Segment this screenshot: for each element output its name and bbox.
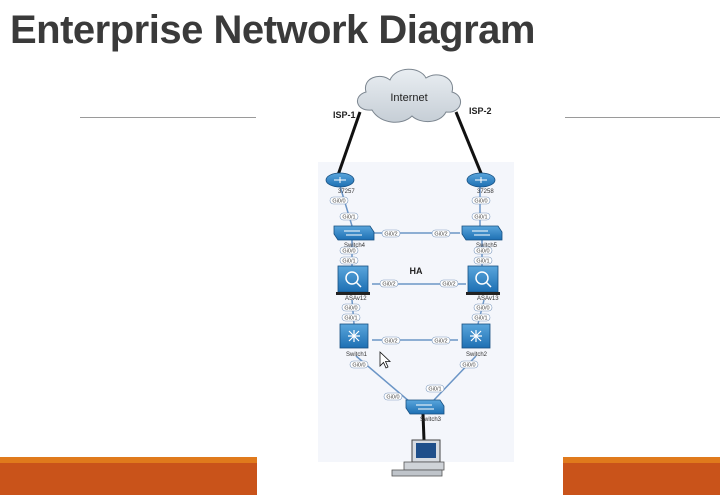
port-s5-up: Gi0/1 <box>471 212 491 221</box>
port-s3-left: Gi0/0 <box>383 392 403 401</box>
port-asa-right-down: Gi0/0 <box>473 303 493 312</box>
svg-text:Gi0/0: Gi0/0 <box>474 199 487 205</box>
title-rule-right <box>565 117 720 118</box>
port-asa-left-cross: Gi0/2 <box>379 279 399 288</box>
switch4-icon <box>333 225 375 241</box>
asa-left-icon <box>336 265 370 295</box>
mouse-cursor-icon <box>379 351 392 369</box>
pc-link <box>421 413 426 441</box>
svg-text:Gi0/1: Gi0/1 <box>474 316 487 322</box>
port-s4-cross: Gi0/2 <box>381 229 401 238</box>
switch2-icon <box>461 323 491 349</box>
isp-2-link <box>454 111 485 179</box>
svg-text:Gi0/0: Gi0/0 <box>386 395 399 401</box>
svg-text:Gi0/2: Gi0/2 <box>384 339 397 345</box>
router-left-icon <box>325 172 355 188</box>
switch5-icon <box>461 225 503 241</box>
asa-right-icon <box>466 265 500 295</box>
port-s5-down: Gi0/0 <box>473 246 493 255</box>
router-right-name: 37258 <box>477 189 494 195</box>
port-asa-left-up: Gi0/1 <box>339 256 359 265</box>
port-r-left-down: Gi0/0 <box>329 196 349 205</box>
port-asa-left-down: Gi0/0 <box>341 303 361 312</box>
svg-text:Gi0/2: Gi0/2 <box>382 282 395 288</box>
internet-cloud-icon <box>357 68 461 123</box>
port-s2-up: Gi0/1 <box>471 313 491 322</box>
port-s5-cross: Gi0/2 <box>431 229 451 238</box>
diagram-panel <box>318 162 514 462</box>
asa-right-name: ASAv13 <box>477 296 499 302</box>
svg-text:Gi0/2: Gi0/2 <box>442 282 455 288</box>
svg-text:Gi0/1: Gi0/1 <box>474 215 487 221</box>
port-s1-cross: Gi0/2 <box>381 336 401 345</box>
isp-1-link <box>335 111 362 179</box>
svg-text:Gi0/0: Gi0/0 <box>352 363 365 369</box>
switch3-name: Switch3 <box>420 417 442 423</box>
slide-title: Enterprise Network Diagram <box>10 8 535 52</box>
switch5-name: Switch5 <box>476 243 498 249</box>
svg-text:Gi0/2: Gi0/2 <box>384 232 397 238</box>
router-left-name: 37257 <box>338 189 355 195</box>
asa-left-name: ASAv12 <box>345 296 367 302</box>
cloud-label: Internet <box>390 92 427 104</box>
port-s4-down: Gi0/0 <box>339 246 359 255</box>
port-badges: Gi0/0 Gi0/1 Gi0/2 Gi0/0 Gi0/1 Gi0/2 Gi0/… <box>329 196 493 401</box>
svg-text:Gi0/1: Gi0/1 <box>342 259 355 265</box>
svg-text:Gi0/0: Gi0/0 <box>462 363 475 369</box>
svg-text:Gi0/2: Gi0/2 <box>434 232 447 238</box>
svg-text:Gi0/0: Gi0/0 <box>476 249 489 255</box>
svg-text:Gi0/0: Gi0/0 <box>342 249 355 255</box>
svg-text:Gi0/1: Gi0/1 <box>344 316 357 322</box>
port-s1-down: Gi0/0 <box>349 360 369 369</box>
footer-bar-right <box>563 457 720 495</box>
svg-text:Gi0/1: Gi0/1 <box>342 215 355 221</box>
port-s3-right: Gi0/1 <box>425 384 445 393</box>
switch3-icon <box>405 399 445 415</box>
pc-icon <box>391 439 445 477</box>
ha-label: HA <box>410 266 423 276</box>
port-s2-cross: Gi0/2 <box>431 336 451 345</box>
port-asa-right-cross: Gi0/2 <box>439 279 459 288</box>
switch2-name: Switch2 <box>466 352 488 358</box>
switch1-icon <box>339 323 369 349</box>
isp-right-label: ISP-2 <box>469 106 492 116</box>
switch4-name: Switch4 <box>344 243 366 249</box>
port-s2-down: Gi0/0 <box>459 360 479 369</box>
isp-left-label: ISP-1 <box>333 110 356 120</box>
svg-text:Gi0/1: Gi0/1 <box>428 387 441 393</box>
footer-bar-left <box>0 457 257 495</box>
svg-text:Gi0/0: Gi0/0 <box>476 306 489 312</box>
svg-text:Gi0/1: Gi0/1 <box>476 259 489 265</box>
port-s4-up: Gi0/1 <box>339 212 359 221</box>
svg-text:Gi0/2: Gi0/2 <box>434 339 447 345</box>
port-s1-up: Gi0/1 <box>341 313 361 322</box>
svg-text:Gi0/0: Gi0/0 <box>344 306 357 312</box>
title-rule-left <box>80 117 256 118</box>
port-asa-right-up: Gi0/1 <box>473 256 493 265</box>
svg-text:Gi0/0: Gi0/0 <box>332 199 345 205</box>
port-r-right-down: Gi0/0 <box>471 196 491 205</box>
router-right-icon <box>466 172 496 188</box>
switch1-name: Switch1 <box>346 352 368 358</box>
